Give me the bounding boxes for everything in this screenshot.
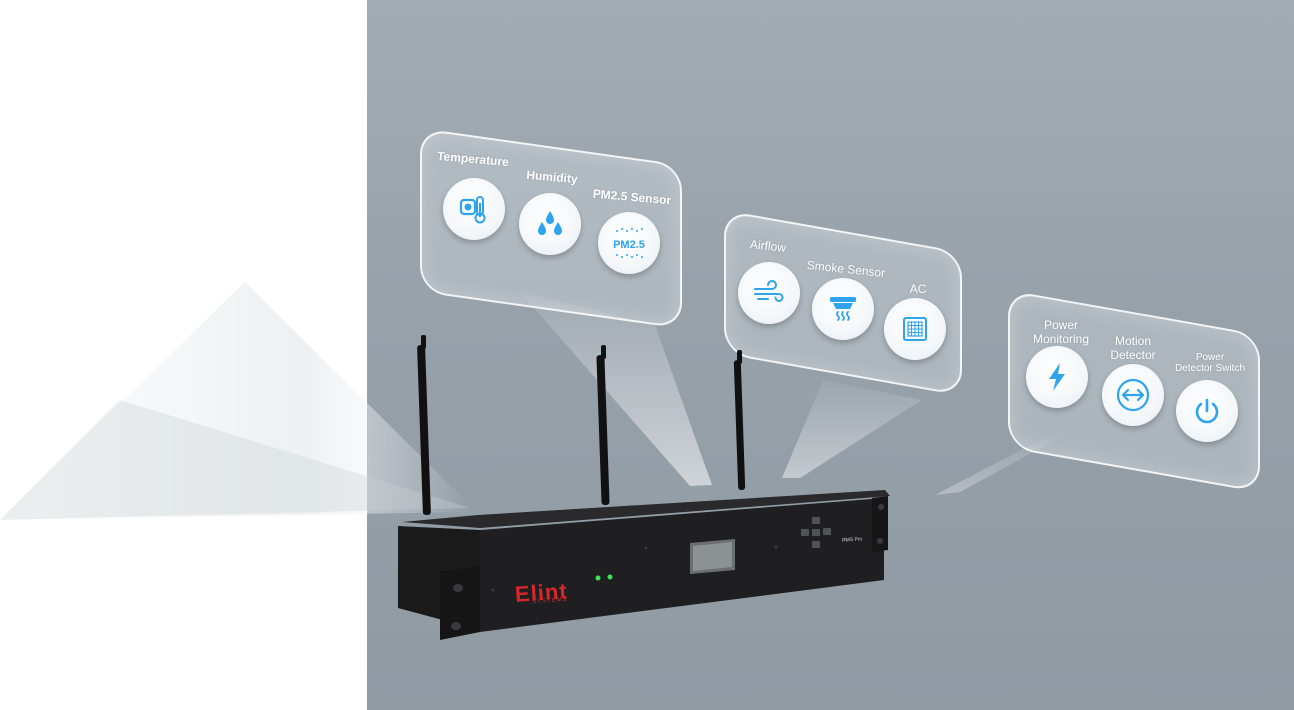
pm25-button[interactable]: PM2.5 bbox=[598, 212, 660, 274]
power-monitoring-item: Power Monitoring bbox=[1022, 318, 1100, 346]
ac-label: AC bbox=[909, 282, 927, 296]
power-detector-switch-button[interactable] bbox=[1176, 380, 1238, 442]
antenna-middle bbox=[596, 345, 610, 505]
power-monitoring-button[interactable] bbox=[1026, 346, 1088, 408]
power-detector-switch-label: Power Detector Switch bbox=[1174, 352, 1246, 374]
motion-arrows-icon bbox=[1116, 378, 1150, 412]
motion-detector-item: Motion Detector bbox=[1098, 334, 1168, 362]
pm25-icon: PM2.5 bbox=[613, 228, 645, 258]
pm25-icon-text: PM2.5 bbox=[613, 239, 645, 251]
water-drops-icon bbox=[538, 211, 562, 235]
motion-detector-label: Motion Detector bbox=[1110, 334, 1156, 362]
temperature-button[interactable] bbox=[443, 178, 505, 240]
antenna-left bbox=[417, 335, 431, 515]
smoke-detector-icon bbox=[830, 297, 856, 321]
ac-vent-icon bbox=[903, 317, 927, 341]
motion-detector-button[interactable] bbox=[1102, 364, 1164, 426]
airflow-icon bbox=[754, 280, 784, 302]
thermometer-icon bbox=[459, 196, 486, 224]
ac-button[interactable] bbox=[884, 298, 946, 360]
ac-item: AC bbox=[903, 282, 933, 296]
lightning-icon bbox=[1049, 363, 1065, 391]
antenna-right bbox=[733, 350, 746, 490]
power-detector-switch-item: Power Detector Switch bbox=[1170, 352, 1250, 374]
smoke-sensor-button[interactable] bbox=[812, 278, 874, 340]
power-monitoring-label: Power Monitoring bbox=[1032, 318, 1090, 346]
humidity-button[interactable] bbox=[519, 193, 581, 255]
power-icon bbox=[1195, 398, 1219, 424]
airflow-button[interactable] bbox=[738, 262, 800, 324]
